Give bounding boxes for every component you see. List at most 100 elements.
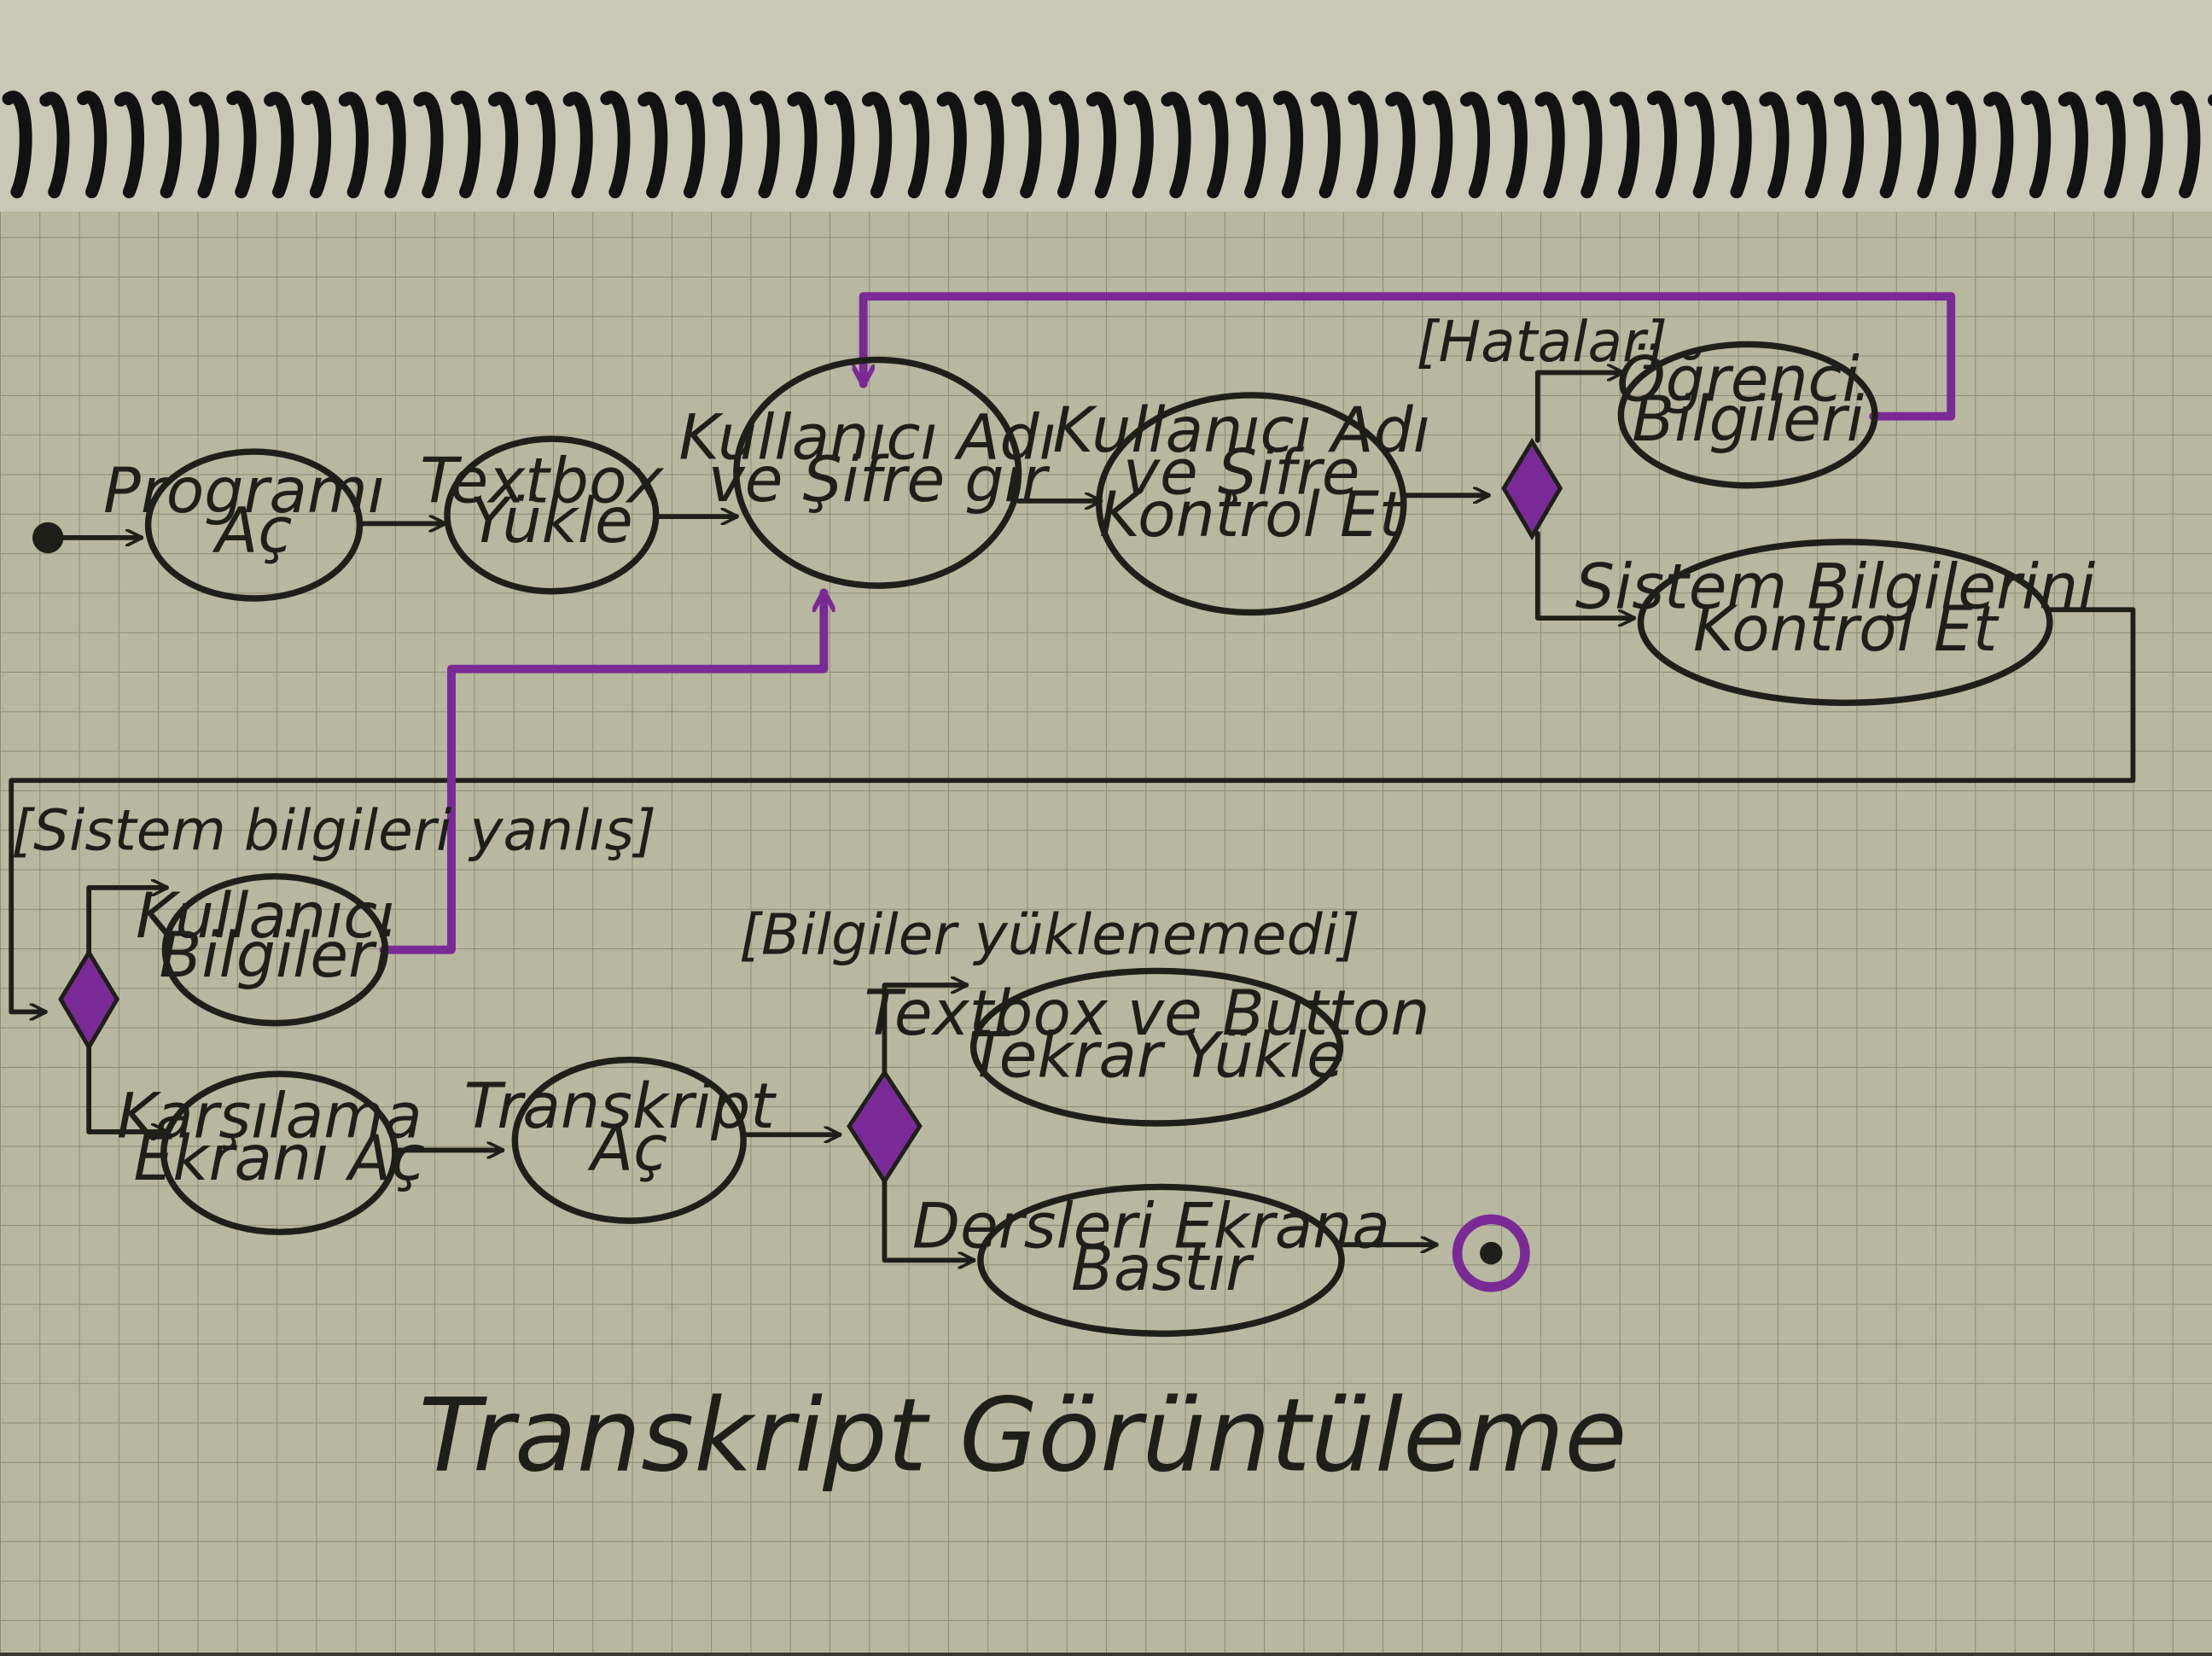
spiral-coil <box>77 90 108 199</box>
spiral-coil <box>1310 91 1341 199</box>
spiral-coil <box>1646 90 1678 199</box>
spiral-coil <box>1684 91 1714 199</box>
spiral-coil <box>1236 91 1266 199</box>
spiral-coil <box>1572 90 1603 199</box>
guard-hatalar: [Hatalar] <box>1417 309 1668 375</box>
spiral-coil <box>862 91 893 199</box>
guard-sistem-bilgileri-yanlis: [Sistem bilgileri yanlış] <box>11 797 656 863</box>
spiral-coil <box>2133 91 2163 199</box>
edge-d3-n10 <box>882 985 969 1076</box>
spiral-coil <box>712 91 742 199</box>
spiral-coil <box>1871 90 1901 199</box>
spiral-coil <box>936 91 967 199</box>
label-n5: Öğrenci Bilgileri <box>1616 344 1878 456</box>
edge-d2-n7 <box>86 888 169 957</box>
node-programi-ac <box>144 448 364 602</box>
label-n7: Kullanıcı Bilgileri <box>136 880 414 992</box>
spiral-coil <box>674 90 706 199</box>
node-labels: Programı Aç Textbox Yükle Kullanıcı Adı … <box>103 344 2116 1306</box>
spiral-coil <box>525 90 556 199</box>
spiral-coil <box>1161 91 1191 199</box>
decision-diamond-3 <box>847 1068 923 1186</box>
node-karsilama-ekrani-ac <box>160 1070 399 1236</box>
node-textbox-yukle <box>444 435 660 595</box>
edge-d1-n6 <box>1534 531 1637 618</box>
spiral-coil <box>264 91 294 199</box>
spiral-coil <box>2170 90 2201 199</box>
label-n3: Kullanıcı Adı ve Şifre gir <box>678 401 1076 516</box>
edge-n6-d2 <box>9 607 2136 1012</box>
label-n9: Transkript Aç <box>464 1070 795 1186</box>
node-sistem-bilgilerini-kontrol-et <box>1637 539 2053 707</box>
edge-n7-n3 <box>379 588 824 954</box>
label-n1: Programı Aç <box>103 455 405 567</box>
spiral-coil <box>2095 90 2126 199</box>
spiral-coil <box>451 90 481 199</box>
label-n11: Dersleri Ekrana Bastır <box>912 1191 1410 1306</box>
spiral-coil <box>1497 90 1528 199</box>
spiral-coil <box>375 90 406 199</box>
spiral-coil <box>1049 90 1080 199</box>
spiral-coil <box>413 91 444 199</box>
spiral-coil <box>39 91 70 199</box>
grid-lines <box>0 211 2212 1653</box>
spiral-coil <box>637 91 668 199</box>
decision-diamond-1 <box>1501 437 1563 541</box>
spiral-coil <box>1385 91 1416 199</box>
spiral-coil <box>1610 91 1640 199</box>
spiral-coil <box>562 91 593 199</box>
final-node <box>1452 1214 1530 1292</box>
spiral-coil <box>2021 90 2052 199</box>
label-n6: Sistem Bilgilerini Kontrol Et <box>1575 551 2116 667</box>
spiral-coil <box>1123 90 1154 199</box>
spiral-coil <box>1011 91 1042 199</box>
spiral-coil <box>2 90 32 199</box>
node-ogrenci-bilgileri <box>1617 341 1878 489</box>
spiral-coil <box>899 90 929 199</box>
spiral-coil <box>1908 91 1939 199</box>
edge-d2-n8 <box>86 1041 169 1132</box>
spiral-coil <box>824 90 855 199</box>
spiral-coil <box>226 90 257 199</box>
spiral-coil <box>787 91 818 199</box>
decision-diamond-2 <box>58 948 120 1052</box>
node-transkript-ac <box>511 1056 747 1224</box>
action-nodes <box>144 341 2053 1338</box>
spiral-coil <box>1833 91 1865 199</box>
initial-node <box>32 522 64 554</box>
spiral-coil <box>487 91 519 199</box>
spiral-coil <box>1348 90 1378 199</box>
spiral-coil <box>1759 91 1790 199</box>
spiral-coil <box>2058 91 2088 199</box>
edge-n5-n3-loop <box>864 292 1956 421</box>
spiral-coil <box>600 90 631 199</box>
spiral-coil <box>1983 91 2014 199</box>
spiral-coil <box>1198 90 1229 199</box>
spiral-coil <box>1459 91 1490 199</box>
node-kullanici-adi-ve-sifre-kontrol-et <box>1096 392 1407 616</box>
spiral-coil <box>114 91 144 199</box>
label-n4: Kullanıcı Adı ve Şifre Kontrol Et <box>1052 394 1450 551</box>
diagram-title: Transkript Görüntüleme <box>418 1378 1627 1496</box>
label-n10: Textbox ve Button Tekrar Yükle <box>864 977 1449 1093</box>
spiral-coil <box>1534 91 1565 199</box>
spiral-coil <box>1946 90 1976 199</box>
label-n8: Karşılama Ekranı Aç <box>117 1081 442 1196</box>
node-kullanici-bilgileri <box>161 872 389 1027</box>
node-dersleri-ekrana-bastir <box>977 1183 1345 1338</box>
spiral-coil <box>189 91 219 199</box>
spiral-coil <box>1423 90 1453 199</box>
spiral-coil <box>1721 90 1752 199</box>
edge-d3-n11 <box>882 1177 976 1260</box>
spiral-coil <box>1086 91 1116 199</box>
spiral-coil <box>151 90 182 199</box>
node-kullanici-adi-ve-sifre-gir <box>733 356 1022 589</box>
spiral-coil <box>974 90 1004 199</box>
guard-bilgiler-yuklenemedi: [Bilgiler yüklenemedi] <box>739 902 1360 968</box>
spiral-binding <box>2 90 2212 199</box>
spiral-coil <box>1796 90 1827 199</box>
node-textbox-ve-button-tekrar-yukle <box>969 967 1344 1127</box>
spiral-coil <box>1272 90 1303 199</box>
